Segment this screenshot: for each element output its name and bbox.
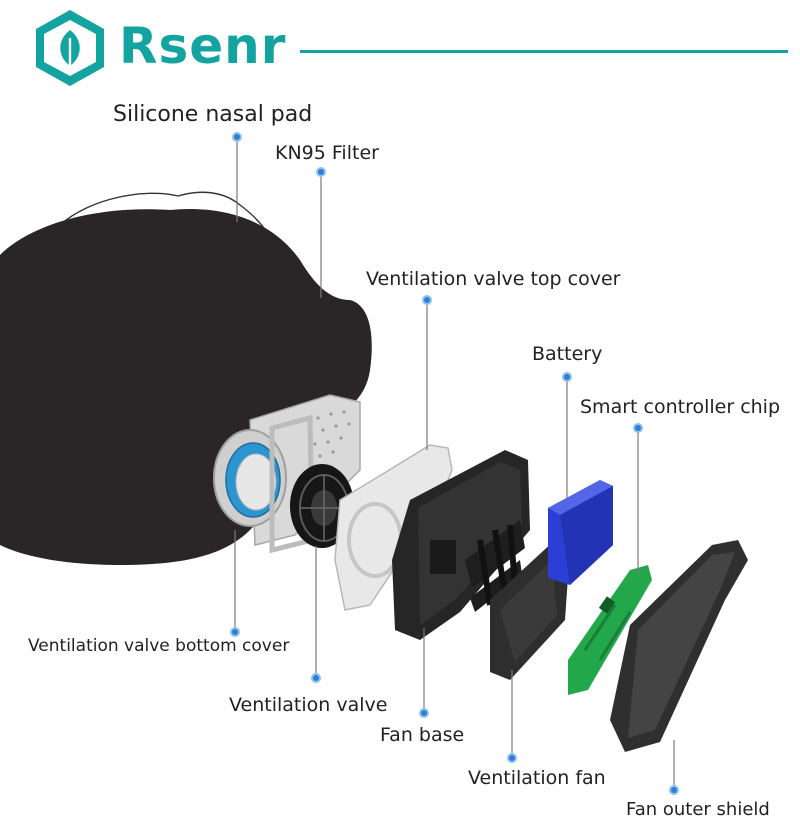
dot-battery [562, 372, 572, 382]
header-rule [300, 50, 788, 53]
dot-fan-base [419, 708, 429, 718]
dot-chip [633, 423, 643, 433]
label-smart-controller-chip: Smart controller chip [580, 396, 781, 418]
dot-fan [507, 753, 517, 763]
label-ventilation-fan: Ventilation fan [468, 767, 606, 789]
label-fan-base: Fan base [380, 724, 465, 746]
dot-valve [311, 673, 321, 683]
label-silicone-nasal-pad: Silicone nasal pad [113, 102, 313, 127]
brand-logo [36, 10, 104, 86]
dot-shield [669, 785, 679, 795]
label-fan-outer-shield: Fan outer shield [626, 799, 770, 820]
ventilation-fan [465, 520, 525, 612]
label-battery: Battery [532, 343, 603, 365]
dot-top-cover [422, 295, 432, 305]
nasal-pad-outline [59, 191, 269, 235]
dot-nasal-pad [232, 132, 242, 142]
dot-bottom-cover [230, 627, 240, 637]
label-kn95-filter: KN95 Filter [275, 142, 379, 164]
brand-name: Rsenr [119, 17, 287, 75]
dot-kn95 [316, 167, 326, 177]
controller-chip [568, 565, 652, 695]
label-ventilation-valve: Ventilation valve [229, 694, 388, 716]
label-valve-top-cover: Ventilation valve top cover [366, 268, 621, 290]
label-valve-bottom-cover: Ventilation valve bottom cover [28, 636, 290, 656]
